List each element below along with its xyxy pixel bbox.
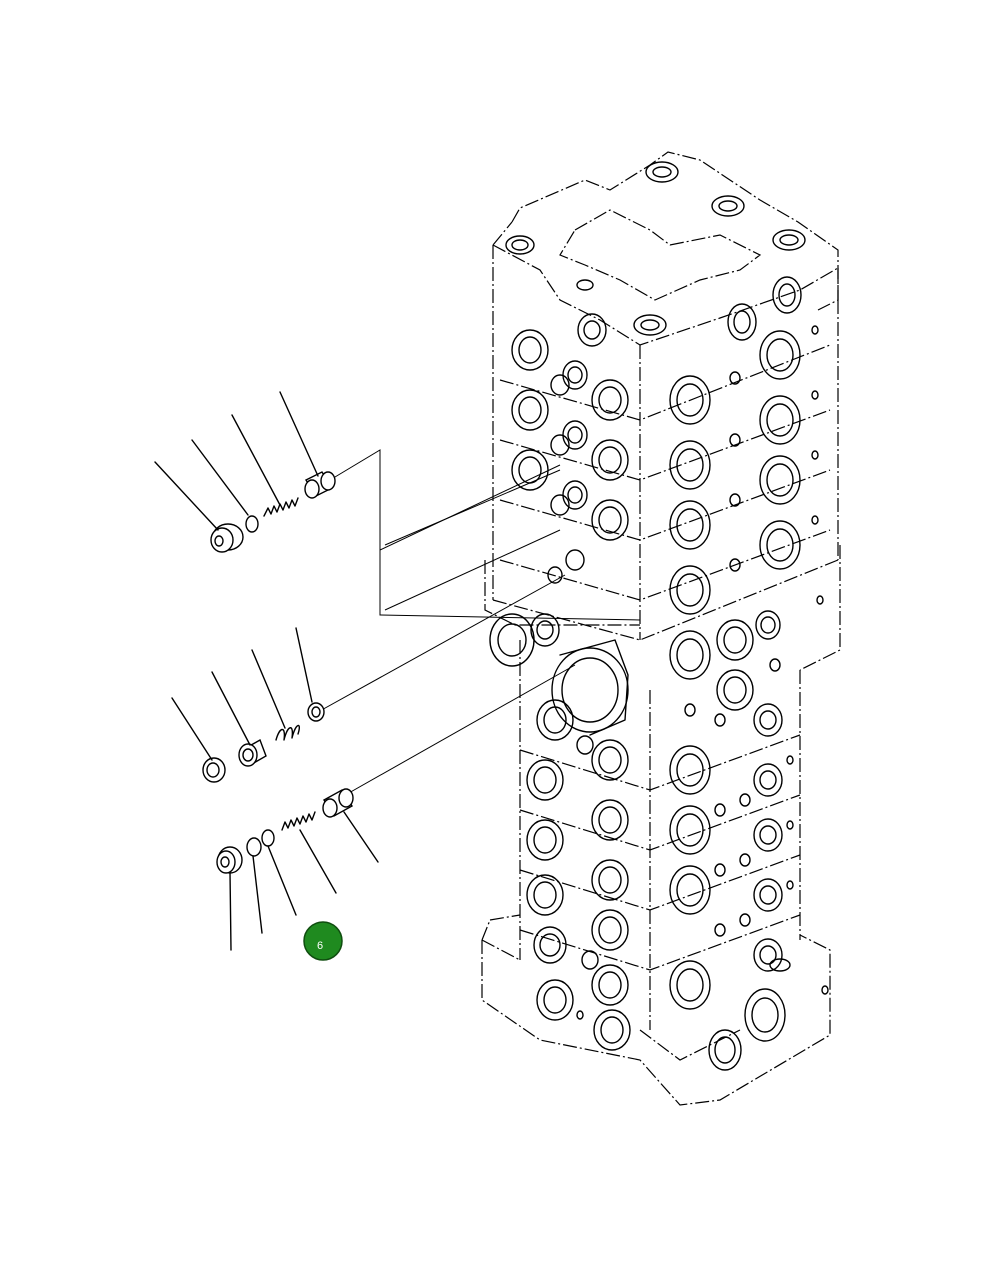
nut-middle — [202, 757, 226, 783]
assembly-lines — [317, 449, 641, 799]
valve-seat-upper — [304, 471, 336, 499]
seal-sleeve-middle — [238, 738, 267, 767]
leader-lines-lower — [229, 811, 379, 951]
o-ring-lower-2 — [261, 829, 275, 847]
relief-valve-set-middle — [171, 627, 325, 783]
leader-lines-middle — [171, 627, 313, 761]
spring-middle — [275, 724, 301, 741]
callout-6-marker[interactable] — [303, 921, 343, 961]
plug-upper — [210, 523, 244, 553]
leader-lines-upper — [154, 391, 319, 531]
callout-6-label: 6 — [317, 940, 323, 952]
spring-lower — [281, 811, 316, 831]
poppet-middle — [307, 702, 325, 722]
valve-seat-lower — [322, 788, 354, 818]
o-ring-upper — [245, 515, 259, 533]
o-ring-lower-1 — [246, 837, 262, 857]
relief-valve-set-lower — [216, 788, 379, 951]
spring-upper — [263, 497, 299, 517]
valve-body — [481, 151, 841, 1106]
relief-valve-set-upper — [154, 391, 336, 553]
callout-6[interactable]: 6 — [303, 921, 343, 961]
plug-lower — [216, 846, 243, 874]
